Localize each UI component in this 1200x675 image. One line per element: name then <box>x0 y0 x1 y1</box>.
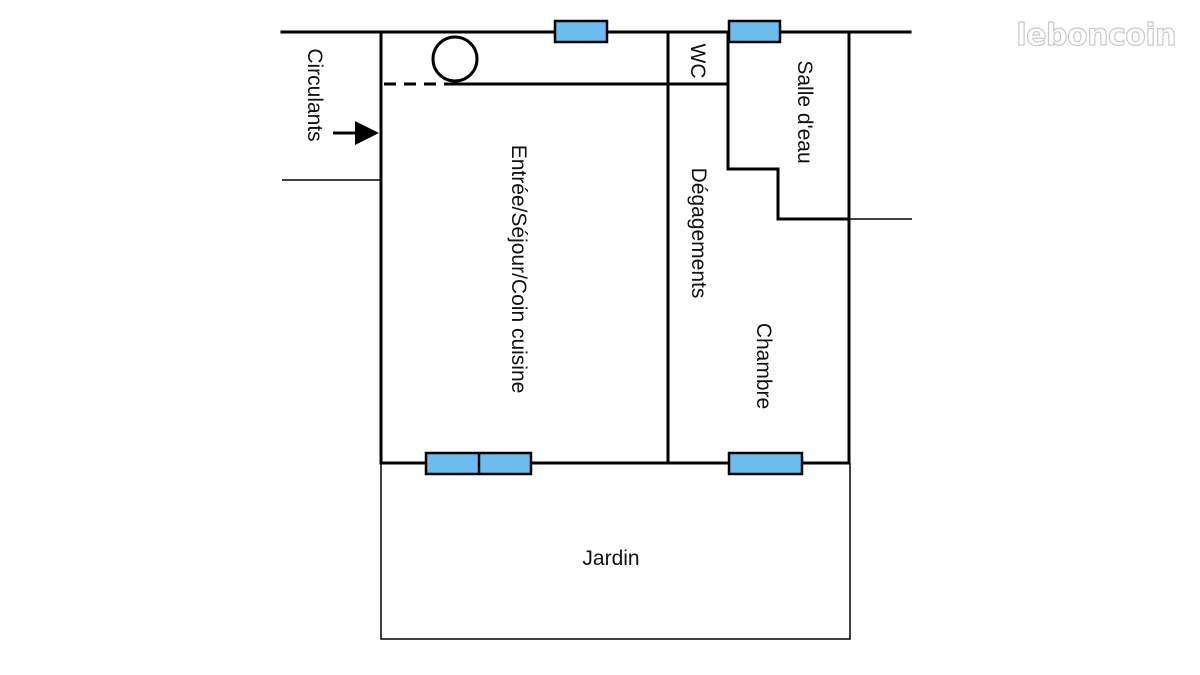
label-sejour: Entrée/Séjour/Coin cuisine <box>507 145 530 394</box>
label-wc: WC <box>686 44 709 79</box>
garden-outline <box>380 463 851 640</box>
column-symbol <box>431 35 479 83</box>
label-jardin: Jardin <box>582 547 639 570</box>
label-salle-deau: Salle d'eau <box>793 60 816 163</box>
label-degagements: Dégagements <box>687 168 710 299</box>
entrance-arrow-icon <box>355 121 379 145</box>
window-top-sejour <box>553 19 609 44</box>
window-bottom-chambre <box>727 451 804 476</box>
label-circulants: Circulants <box>303 48 326 141</box>
label-chambre: Chambre <box>752 323 775 409</box>
watermark-logo: leboncoin <box>1016 18 1176 53</box>
window-top-bathroom <box>727 19 782 44</box>
bathroom-partition <box>726 30 851 221</box>
